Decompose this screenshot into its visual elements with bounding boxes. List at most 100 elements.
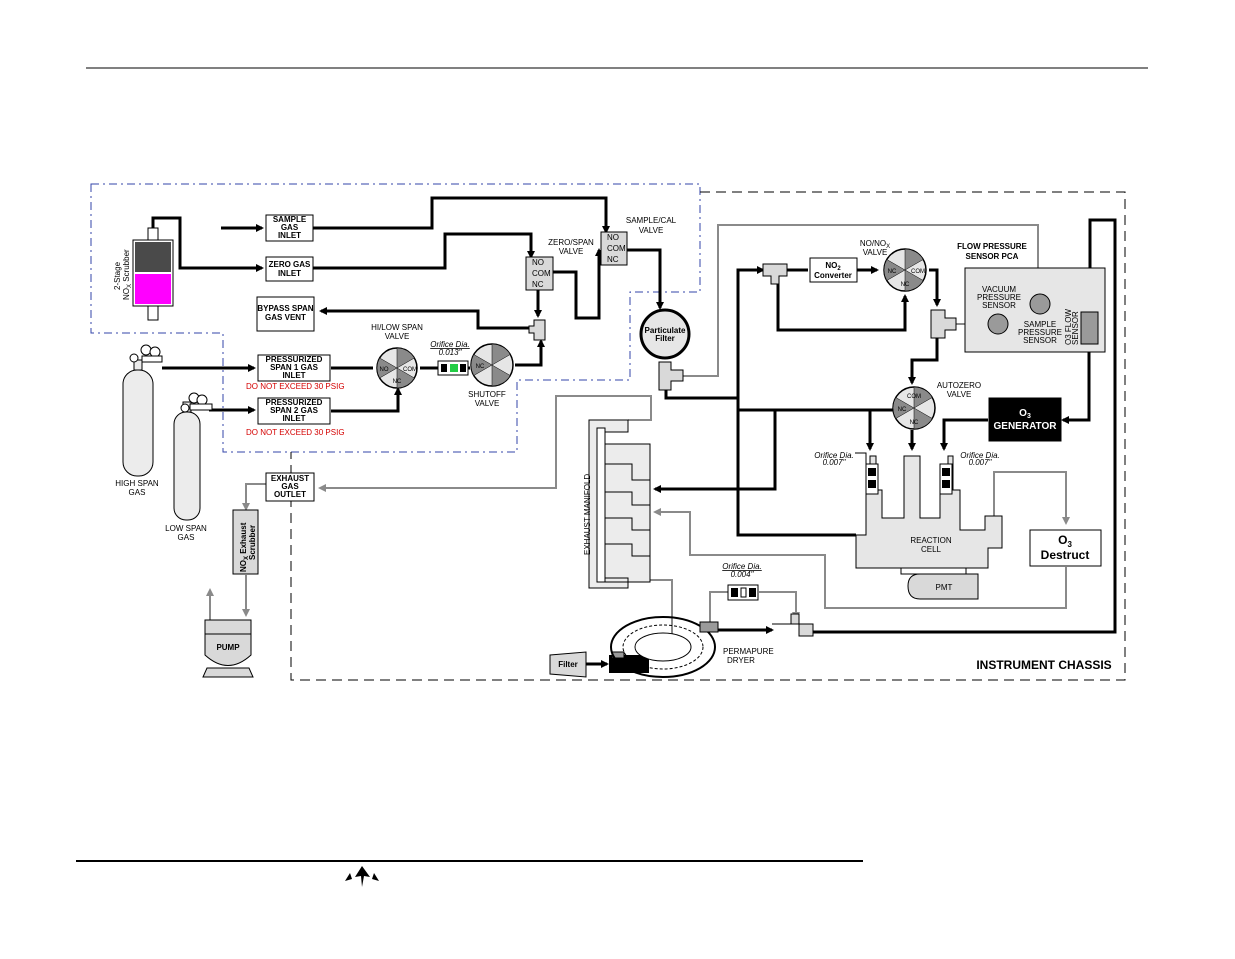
pmt: PMT — [907, 573, 979, 600]
samp-label-2: PRESSURE — [1018, 328, 1062, 337]
sample-inlet-line3: INLET — [278, 231, 301, 240]
valve-port-label: NC — [910, 420, 919, 426]
o3flow-label-2: SENSOR — [1071, 311, 1080, 345]
shutoff-valve-label-1: SHUTOFF — [468, 390, 506, 399]
o3-destruct[interactable]: O3 Destruct — [1029, 529, 1102, 567]
valve-port-label: NC — [898, 407, 907, 413]
zero-span-label-1: ZERO/SPAN — [548, 238, 594, 247]
svg-text:O3: O3 — [1058, 533, 1072, 549]
svg-text:NO/NOX: NO/NOX — [860, 239, 890, 250]
o3flow-label-1: O3 FLOW — [1064, 309, 1073, 345]
right-orifice-label-2: 0.007" — [969, 458, 993, 467]
pump-label: PUMP — [216, 643, 240, 652]
valve-port-label: NC — [476, 364, 485, 370]
valve-sector — [883, 259, 906, 281]
exh-scrub-line2: Scrubber — [248, 525, 257, 560]
left-orifice-label-1: Orifice Dia. — [814, 451, 854, 460]
sample-pressure-sensor — [1029, 293, 1051, 315]
shutoff-valve-label-2: VALVE — [475, 399, 500, 408]
valve-sector — [491, 364, 511, 387]
permapure-dryer: PERMAPURE DRYER — [609, 616, 774, 678]
valve-sector — [396, 347, 415, 369]
valve-port-label: NC — [888, 269, 897, 275]
pump-icon[interactable]: PUMP — [202, 619, 254, 678]
valve-port-label: COM — [911, 269, 925, 275]
inlet-filter[interactable]: Filter — [549, 651, 587, 678]
valve-sector — [904, 248, 924, 271]
span1-line2: SPAN 1 GAS — [270, 363, 319, 372]
zero-gas-inlet[interactable]: ZERO GAS INLET — [265, 256, 314, 282]
conv-2: 2 — [837, 266, 841, 272]
exhaust-manifold-label: EXHAUST MANIFOLD — [583, 474, 592, 555]
valve-port-label: NC — [901, 282, 910, 288]
conv-no: NO — [825, 261, 837, 270]
scrubber-stage-1 — [135, 242, 171, 272]
exhaust-line2: GAS — [281, 482, 299, 491]
pf-label-1: Particulate — [645, 326, 686, 335]
valve-sector — [904, 269, 924, 292]
autozero-label-2: VALVE — [947, 390, 972, 399]
nonox-label-x: X — [886, 244, 890, 250]
span-orifice: Orifice Dia. 0.013" — [430, 340, 470, 376]
high-span-label-2: GAS — [129, 488, 146, 497]
hilow-valve-label-1: HI/LOW SPAN — [371, 323, 423, 332]
o3d-o: O — [1058, 533, 1067, 547]
svg-text:2-Stage: 2-Stage — [113, 261, 122, 290]
valve-sector — [396, 367, 415, 389]
zero-span-label-2: VALVE — [559, 247, 584, 256]
gray-flow-lines — [206, 224, 1070, 650]
valve-port-label: NO — [380, 367, 389, 373]
zs-port-nc: NC — [532, 280, 544, 289]
span2-line2: SPAN 2 GAS — [270, 406, 319, 415]
span2-line3: INLET — [282, 414, 305, 423]
two-stage-nox-scrubber: 2-Stage NOX Scrubber — [113, 227, 174, 321]
svg-text:O3: O3 — [1019, 408, 1031, 420]
particulate-filter[interactable]: Particulate Filter — [639, 308, 691, 391]
no2-converter[interactable]: NO2 Converter — [809, 257, 858, 283]
valve-port-label: NC — [393, 379, 402, 385]
vac-label-3: SENSOR — [982, 301, 1016, 310]
autozero-label-1: AUTOZERO — [937, 381, 981, 390]
teledyne-logo-icon — [345, 866, 379, 887]
gas-cylinder-icon — [122, 369, 154, 477]
rc-label-2: CELL — [921, 545, 942, 554]
sample-cal-valve[interactable]: NO COM NC — [600, 231, 628, 266]
exhaust-line3: OUTLET — [274, 490, 306, 499]
rc-label-1: REACTION — [910, 536, 952, 545]
zero-span-valve[interactable]: NO COM NC — [525, 256, 554, 291]
exhaust-gas-outlet[interactable]: EXHAUST GAS OUTLET — [265, 472, 315, 502]
permapure-label-2: DRYER — [727, 656, 755, 665]
permapure-label-1: PERMAPURE — [723, 647, 774, 656]
scrubber-label-no: NO — [122, 288, 131, 300]
gas-cylinder-icon — [173, 411, 201, 521]
o3d-label: Destruct — [1041, 548, 1090, 562]
scrubber-label-line1: 2-Stage — [113, 261, 122, 290]
sc-port-no: NO — [607, 233, 619, 242]
span2-pressure-warning: DO NOT EXCEED 30 PSIG — [246, 428, 345, 437]
exh-scrub-no: NO — [239, 560, 248, 572]
vacuum-pressure-sensor — [987, 313, 1009, 335]
nonox-valve[interactable]: NC COM NC — [883, 248, 927, 292]
shutoff-valve[interactable]: NC — [470, 343, 514, 387]
dryer-orifice: Orifice Dia. 0.004" — [722, 562, 762, 601]
span1-gas-inlet[interactable]: PRESSURIZED SPAN 1 GAS INLET — [257, 354, 331, 382]
span-orifice-label-1: Orifice Dia. — [430, 340, 470, 349]
span2-gas-inlet[interactable]: PRESSURIZED SPAN 2 GAS INLET — [257, 397, 331, 425]
bypass-vent-line2: GAS VENT — [265, 313, 306, 322]
o3-generator[interactable]: O3 GENERATOR — [988, 397, 1062, 442]
bypass-span-gas-vent[interactable]: BYPASS SPAN GAS VENT — [256, 296, 315, 332]
scrubber-label-sub: X — [127, 284, 133, 288]
valve-sector — [491, 343, 511, 366]
sample-gas-inlet[interactable]: SAMPLE GAS INLET — [265, 214, 314, 242]
pmt-label: PMT — [936, 583, 953, 592]
valve-sector — [470, 354, 493, 376]
bypass-vent-line1: BYPASS SPAN — [257, 304, 313, 313]
low-span-label-2: GAS — [178, 533, 195, 542]
nox-exhaust-scrubber: NOX Exhaust Scrubber — [232, 509, 259, 575]
span1-pressure-warning: DO NOT EXCEED 30 PSIG — [246, 382, 345, 391]
svg-text:NOX Exhaust: NOX Exhaust — [239, 522, 250, 572]
scrubber-stage-2 — [135, 274, 171, 304]
